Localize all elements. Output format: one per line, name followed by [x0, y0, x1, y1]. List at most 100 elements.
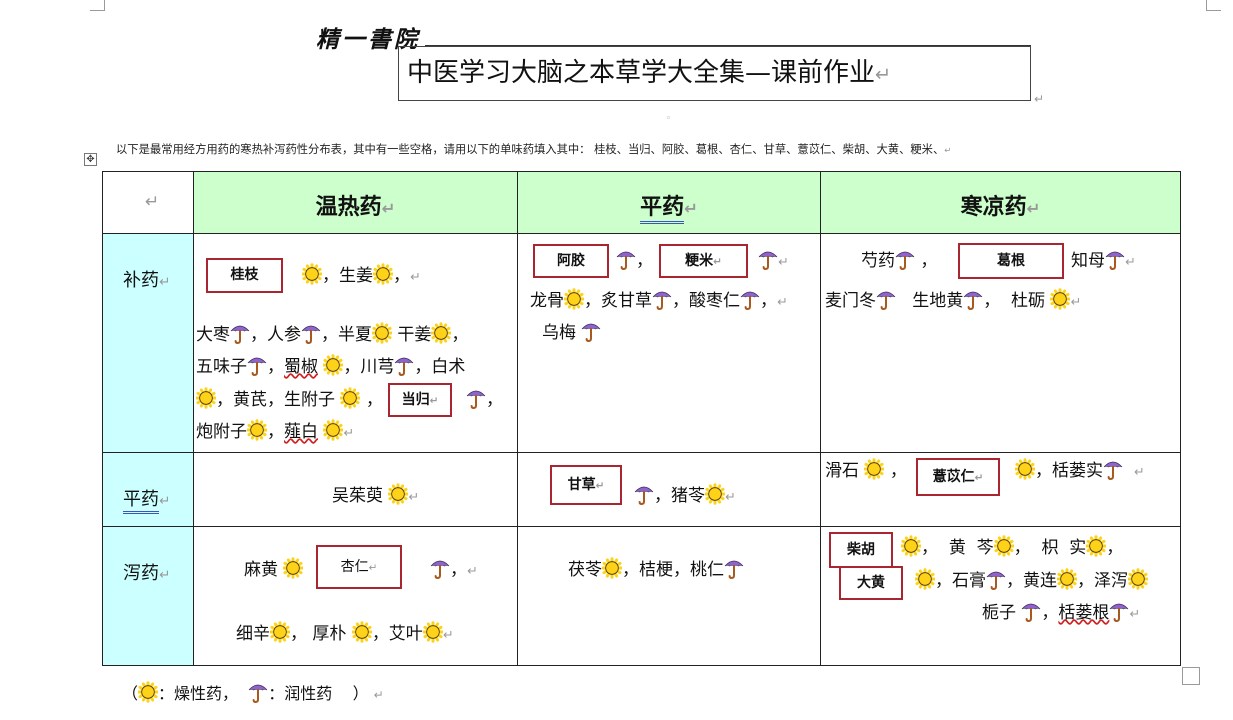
cell-cold-neutral[interactable]: 滑石 ， 薏苡仁↵ ，栝蒌实 ↵	[820, 452, 1181, 527]
page-corner-mark	[90, 0, 105, 11]
document-title: 中医学习大脑之本草学大全集—课前作业	[407, 58, 876, 88]
answer-box-gegen[interactable]: 葛根	[958, 243, 1064, 279]
umbrella-icon	[301, 322, 321, 344]
umbrella-icon	[895, 248, 915, 270]
page-corner-mark	[1206, 0, 1221, 11]
answer-box-ejiao[interactable]: 阿胶	[533, 244, 609, 278]
paragraph-mark: ↵	[725, 490, 736, 505]
sun-icon	[247, 419, 267, 441]
row-header-tonic-label: 补药	[123, 270, 159, 291]
paragraph-mark: ↵	[1070, 295, 1082, 310]
paragraph-mark: ↵	[442, 628, 454, 643]
answer-box-dahuang[interactable]: 大黄	[839, 566, 903, 600]
paragraph-mark: ↵	[713, 256, 722, 268]
answer-box-chaihu[interactable]: 柴胡	[829, 532, 893, 568]
umbrella-icon	[430, 557, 450, 579]
sun-icon	[1050, 288, 1071, 310]
table-corner-cell[interactable]: ↵	[102, 171, 194, 234]
col-header-cold-label: 寒凉药	[960, 194, 1027, 220]
cell-warm-neutral[interactable]: 吴茱萸 ↵	[193, 452, 518, 527]
umbrella-icon	[963, 288, 983, 310]
sun-icon	[431, 322, 452, 344]
sun-icon	[901, 535, 921, 557]
sun-icon	[602, 557, 622, 579]
paragraph-mark: ↵	[1133, 465, 1145, 480]
sun-icon	[351, 621, 372, 643]
paragraph-mark: ↵	[1125, 255, 1136, 270]
paragraph-mark: ↵	[1026, 199, 1041, 218]
col-header-warm[interactable]: 温热药↵	[193, 171, 518, 234]
umbrella-icon	[466, 387, 486, 409]
document-title-box[interactable]: 中医学习大脑之本草学大全集—课前作业↵	[398, 46, 1031, 101]
umbrella-icon	[581, 320, 601, 342]
sun-icon	[196, 387, 216, 409]
paragraph-mark: ↵	[595, 480, 605, 492]
row-header-purge[interactable]: 泻药↵	[102, 526, 194, 666]
legend: （：燥性药， ：润性药 ） ↵	[122, 680, 384, 704]
intro-text: 以下是最常用经方用药的寒热补泻药性分布表，其中有一些空格，请用以下的单味药填入其…	[116, 143, 945, 156]
paragraph-mark: ↵	[974, 472, 984, 484]
paragraph-mark: ↵	[1129, 607, 1141, 622]
sun-icon	[138, 681, 159, 703]
col-header-cold[interactable]: 寒凉药↵	[820, 171, 1181, 234]
answer-box-guizhi[interactable]: 桂枝	[206, 258, 283, 293]
cell-warm-purge[interactable]: 麻黄 杏仁↵ ，↵ 细辛， 厚朴 ，艾叶↵	[193, 526, 518, 666]
umbrella-icon	[394, 354, 414, 376]
intro-paragraph: 以下是最常用经方用药的寒热补泻药性分布表，其中有一些空格，请用以下的单味药填入其…	[116, 141, 1226, 157]
table-resize-handle[interactable]	[1182, 667, 1200, 685]
answer-box-yiyiren[interactable]: 薏苡仁↵	[916, 458, 1000, 496]
legend-sun-label: ：燥性药，	[158, 684, 239, 703]
paragraph-mark: ↵	[368, 562, 378, 574]
cell-neutral-purge[interactable]: 茯苓，桔梗，桃仁	[517, 526, 821, 666]
anchor-mark: ◦	[666, 114, 672, 124]
col-header-warm-label: 温热药	[315, 194, 382, 220]
umbrella-icon	[247, 354, 267, 376]
answer-box-jingmi[interactable]: 粳米↵	[659, 244, 748, 278]
umbrella-icon	[616, 248, 636, 270]
paragraph-mark: ↵	[145, 192, 160, 212]
paragraph-mark: ↵	[159, 567, 171, 583]
sun-icon	[388, 483, 409, 505]
paragraph-mark: ↵	[1034, 92, 1045, 106]
umbrella-icon	[652, 288, 672, 310]
legend-umbrella-label: ：润性药	[268, 684, 333, 703]
paragraph-mark: ↵	[159, 493, 171, 509]
herb-property-table: ↵ 温热药↵ 平药↵ 寒凉药↵ 补药↵ 桂枝 ，生姜，↵ 大枣，人参，半夏 干姜…	[102, 171, 1181, 666]
cell-neutral-tonic[interactable]: 阿胶 ， 粳米↵ ↵ 龙骨，炙甘草，酸枣仁，↵ 乌梅	[517, 233, 821, 453]
sun-icon	[993, 535, 1014, 557]
row-header-purge-label: 泻药	[123, 563, 159, 584]
col-header-neutral[interactable]: 平药↵	[517, 171, 821, 234]
row-header-neutral[interactable]: 平药↵	[102, 452, 194, 527]
header-rule	[425, 45, 1031, 46]
paragraph-mark: ↵	[410, 270, 421, 285]
paragraph-mark: ↵	[381, 199, 396, 218]
table-move-handle-icon[interactable]: ✥	[84, 153, 97, 166]
row-header-neutral-label: 平药	[123, 489, 159, 514]
sun-icon	[270, 621, 290, 643]
cell-neutral-neutral[interactable]: 甘草↵ ，猪苓↵	[517, 452, 821, 527]
sun-icon	[1057, 568, 1077, 590]
umbrella-icon	[230, 322, 250, 344]
paragraph-mark: ↵	[408, 490, 420, 505]
col-header-neutral-label: 平药	[640, 194, 685, 224]
sun-icon	[302, 263, 322, 285]
answer-box-gancao[interactable]: 甘草↵	[550, 465, 622, 505]
umbrella-icon	[740, 288, 760, 310]
sun-icon	[705, 483, 725, 505]
paragraph-mark: ↵	[467, 564, 478, 579]
paragraph-mark: ↵	[875, 63, 892, 86]
cell-cold-tonic[interactable]: 芍药 ， 葛根 知母↵ 麦门冬 生地黄， 杜砺 ↵	[820, 233, 1181, 453]
umbrella-icon	[1109, 600, 1129, 622]
cell-warm-tonic[interactable]: 桂枝 ，生姜，↵ 大枣，人参，半夏 干姜， 五味子，蜀椒 ，川芎，白术 ，黄芪，…	[193, 233, 518, 453]
umbrella-icon	[248, 681, 268, 703]
row-header-tonic[interactable]: 补药↵	[102, 233, 194, 453]
paragraph-mark: ↵	[159, 274, 171, 290]
sun-icon	[340, 387, 361, 409]
sun-icon	[915, 568, 935, 590]
answer-box-danggui[interactable]: 当归↵	[388, 383, 452, 417]
cell-cold-purge[interactable]: 柴胡 ， 黄 芩， 枳 实， 大黄 ，石膏，黄连，泽泻 栀子 ，栝蒌根↵	[820, 526, 1181, 666]
paragraph-mark: ↵	[944, 145, 952, 155]
answer-box-xingren[interactable]: 杏仁↵	[316, 545, 402, 589]
paragraph-mark: ↵	[373, 688, 384, 702]
sun-icon	[323, 419, 344, 441]
